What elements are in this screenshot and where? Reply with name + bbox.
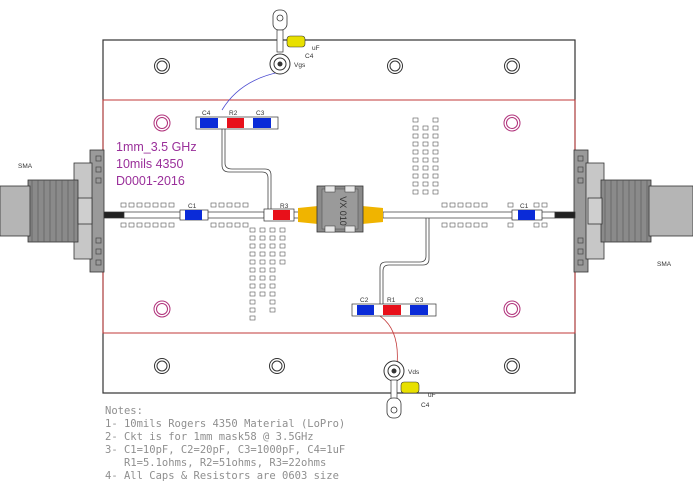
- gate-bias-label: Vgs: [294, 62, 306, 69]
- sma-left-label: SMA: [18, 163, 33, 170]
- label-c4-top: C4: [202, 110, 211, 117]
- board-title-line1: 1mm_3.5 GHz: [116, 140, 197, 154]
- drain-cap-value: uF: [428, 392, 436, 399]
- label-c3-top: C3: [256, 110, 265, 117]
- label-c2: C2: [360, 297, 369, 304]
- drain-cap-ref: C4: [421, 402, 430, 409]
- drain-bias-connector: Vds uF C4: [383, 360, 436, 419]
- label-r1: R1: [387, 297, 396, 304]
- gate-cap-value: uF: [312, 45, 320, 52]
- note-2: 2- Ckt is for 1mm mask58 @ 3.5GHz: [105, 431, 314, 443]
- resistor-r2: [227, 118, 244, 128]
- label-r2: R2: [229, 110, 238, 117]
- gate-cap-ref: C4: [305, 53, 314, 60]
- bias-traces: [221, 124, 430, 306]
- fixture-screw-holes: [154, 58, 520, 374]
- label-c1-input: C1: [188, 203, 197, 210]
- gate-bias-connector: uF C4 Vgs: [269, 9, 320, 75]
- ground-via-pads: [120, 117, 548, 321]
- transistor-marking: VX 010: [338, 196, 348, 226]
- rf-components: C1 R3 C1: [179, 203, 543, 222]
- label-c3-bottom: C3: [415, 297, 424, 304]
- cap-c1-input: [185, 210, 202, 220]
- label-c1-output: C1: [520, 203, 529, 210]
- notes-block: Notes: 1- 10mils Rogers 4350 Material (L…: [105, 405, 345, 482]
- sma-right-label: SMA: [657, 261, 672, 268]
- sma-connector-right: [573, 149, 693, 273]
- drain-bias-label: Vds: [408, 369, 420, 376]
- transistor-package: VX 010: [298, 185, 383, 233]
- board-title-line3: D0001-2016: [116, 174, 185, 188]
- cap-c4-top: [200, 118, 218, 128]
- note-4: 4- All Caps & Resistors are 0603 size: [105, 470, 339, 482]
- gate-bias-network: C4 R2 C3: [195, 110, 279, 130]
- drain-bias-wire: [379, 315, 398, 366]
- resistor-r3: [273, 210, 290, 220]
- board-mounting-holes: [153, 114, 521, 318]
- board-title-line2: 10mils 4350: [116, 157, 183, 171]
- note-1: 1- 10mils Rogers 4350 Material (LoPro): [105, 418, 345, 430]
- sma-connector-left: [0, 149, 105, 273]
- cap-c2-bottom: [357, 305, 374, 315]
- resistor-r1: [383, 305, 401, 315]
- cap-c4-drain: [400, 381, 420, 394]
- note-3-resistors: R1=5.1ohms, R2=51ohms, R3=22ohms: [124, 457, 326, 469]
- connector-ground-pads: [95, 155, 584, 266]
- notes-heading: Notes:: [105, 405, 143, 417]
- cap-c3-bottom: [410, 305, 428, 315]
- note-3: 3- C1=10pF, C2=20pF, C3=1000pF, C4=1uF: [105, 444, 345, 456]
- cap-c4-gate: [286, 35, 306, 48]
- label-r3: R3: [280, 203, 289, 210]
- drain-bias-network: C2 R1 C3: [351, 297, 437, 317]
- gate-bias-wire: [221, 71, 281, 111]
- cap-c1-output: [518, 210, 535, 220]
- cap-c3-top: [253, 118, 271, 128]
